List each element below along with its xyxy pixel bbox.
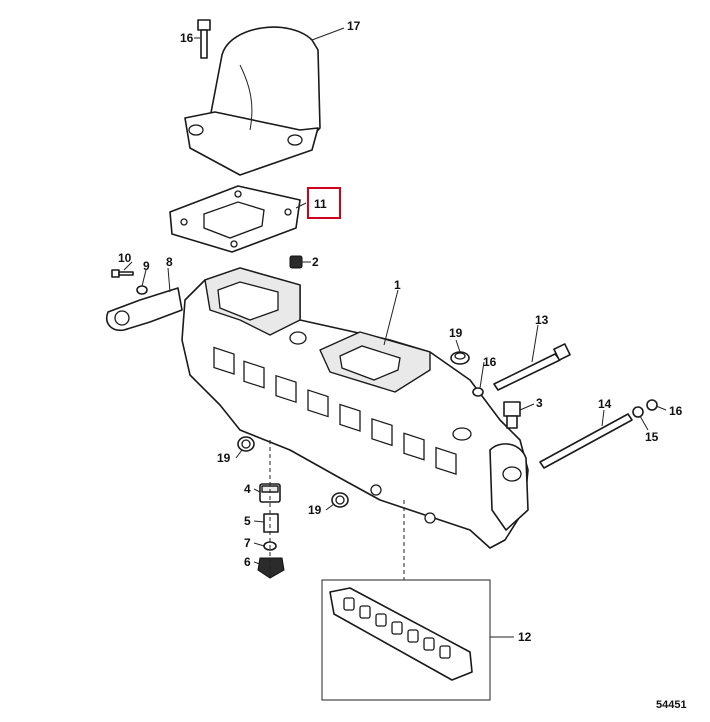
grommet-part-19-left[interactable] xyxy=(237,436,255,452)
nut-part-16-right[interactable] xyxy=(646,399,658,411)
washer-part-15[interactable] xyxy=(632,406,644,418)
callout-10[interactable]: 10 xyxy=(118,251,132,265)
bracket-part-8[interactable] xyxy=(106,287,183,332)
stud-part-13[interactable] xyxy=(493,343,571,391)
gasket-part-12[interactable] xyxy=(321,579,491,701)
leader-lines xyxy=(123,27,667,638)
callout-3[interactable]: 3 xyxy=(536,396,543,410)
callout-18[interactable]: 17 xyxy=(347,19,361,33)
callout-5[interactable]: 5 xyxy=(244,514,251,528)
callouts: 16 17 11 2 10 9 8 1 19 13 16 3 14 16 15 … xyxy=(118,19,687,711)
callout-7[interactable]: 7 xyxy=(244,536,251,550)
callout-19-left[interactable]: 19 xyxy=(217,451,231,465)
callout-19-top[interactable]: 19 xyxy=(449,326,463,340)
washer-part-9[interactable] xyxy=(136,285,148,295)
bolt-part-17[interactable] xyxy=(197,19,211,59)
callout-12[interactable]: 12 xyxy=(518,630,532,644)
callout-4[interactable]: 4 xyxy=(244,482,251,496)
callout-14[interactable]: 14 xyxy=(598,397,612,411)
callout-8[interactable]: 8 xyxy=(166,255,173,269)
callout-16-left[interactable]: 16 xyxy=(483,355,497,369)
callout-15[interactable]: 15 xyxy=(645,430,659,444)
bolt-part-10[interactable] xyxy=(111,269,134,278)
plug-part-2[interactable] xyxy=(289,255,303,269)
exhaust-manifold-part[interactable] xyxy=(181,267,529,549)
exhaust-elbow-part[interactable] xyxy=(184,26,321,176)
callout-11-highlight xyxy=(307,187,341,219)
reference-number: 54451 xyxy=(656,699,687,711)
callout-2[interactable]: 2 xyxy=(312,255,319,269)
fitting-part-5[interactable] xyxy=(263,513,279,533)
drain-plug-part-6[interactable] xyxy=(257,557,285,579)
callout-1[interactable]: 1 xyxy=(394,278,401,292)
stud-part-14[interactable] xyxy=(539,413,633,469)
grommet-part-19-bottom[interactable] xyxy=(331,492,349,508)
callout-11[interactable]: 11 xyxy=(314,197,327,211)
fitting-part-3[interactable] xyxy=(503,401,521,429)
nut-part-16-left[interactable] xyxy=(472,387,484,397)
callout-13[interactable]: 13 xyxy=(535,313,549,327)
callout-16-right[interactable]: 16 xyxy=(669,404,683,418)
manifold-port-row xyxy=(213,346,457,476)
gasket-part-11[interactable] xyxy=(169,185,301,253)
callout-6[interactable]: 6 xyxy=(244,555,251,569)
grommet-part-19-top[interactable] xyxy=(450,351,470,365)
callout-19-bottom[interactable]: 19 xyxy=(308,503,322,517)
callout-9[interactable]: 9 xyxy=(143,259,150,273)
callout-17[interactable]: 16 xyxy=(180,31,194,45)
